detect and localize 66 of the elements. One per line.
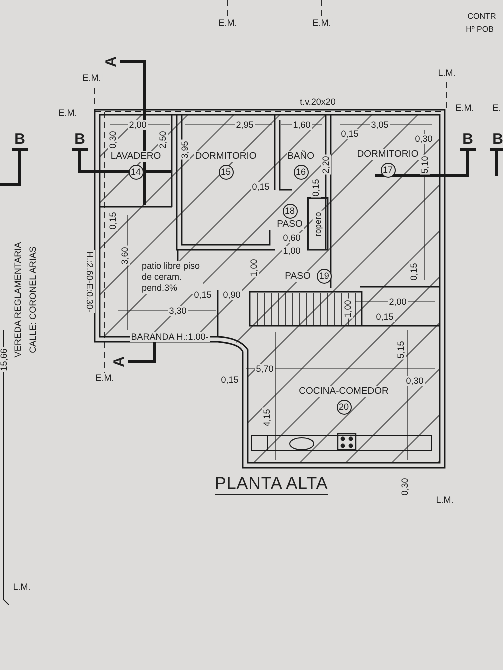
dimension-text: 2,00 [388, 297, 408, 307]
dimension-text: 15,66 [0, 348, 9, 372]
note-text: H.:2.60-E:0.30- [85, 250, 95, 314]
room-number: 16 [294, 165, 308, 180]
room-name: COCINA-COMEDOR [298, 386, 390, 397]
room-number: 18 [282, 204, 298, 219]
room-number: 20 [336, 400, 352, 415]
room-name: PASO [276, 219, 304, 230]
note-text: t.v.20x20 [299, 97, 337, 107]
dimension-text: 0,30 [414, 134, 434, 144]
dimension-text: 5,10 [420, 155, 430, 175]
dimension-text: 3,95 [180, 140, 190, 160]
note-text: VEREDA REGLAMENTARIA [13, 241, 23, 359]
dimension-text: 0,15 [220, 375, 240, 385]
dimension-text: 2,95 [235, 120, 255, 130]
dimension-text: 1,00 [282, 246, 302, 256]
dimension-text: 5,70 [255, 364, 275, 374]
room-name: BAÑO [286, 151, 316, 162]
dimension-text: 0,30 [108, 130, 118, 150]
room-name: DORMITORIO [356, 149, 420, 160]
dimension-text: 1,60 [292, 120, 312, 130]
dimension-text: 0,15 [340, 129, 360, 139]
dimension-text: 1,00 [343, 299, 353, 319]
line-marker-text: E.M. [454, 103, 476, 113]
room-name: DORMITORIO [194, 151, 258, 162]
room-number: 15 [218, 165, 234, 180]
line-marker-text: L.M. [12, 582, 32, 592]
dimension-text: 5,15 [396, 340, 406, 360]
section-letter: A [112, 356, 128, 368]
dimension-text: 0,15 [251, 182, 271, 192]
dimension-text: 2,20 [321, 155, 331, 175]
plan-title: PLANTA ALTA [215, 474, 328, 495]
room-name: ropero [312, 210, 324, 238]
dimension-text: 0,15 [108, 211, 118, 231]
room-number: 17 [380, 163, 396, 178]
dimension-text: 0,30 [405, 376, 425, 386]
dimension-text: 0,15 [409, 262, 419, 282]
line-marker-text: E. [492, 103, 502, 113]
dimension-text: 0,15 [375, 312, 395, 322]
line-marker-text: L.M. [437, 68, 457, 78]
dimension-text: 0,90 [222, 290, 242, 300]
dimension-text: 3,30 [168, 306, 188, 316]
line-marker-text: E.M. [94, 373, 116, 383]
line-marker-text: E.M. [312, 18, 332, 28]
room-name: PASO [284, 270, 312, 282]
line-marker-text: L.M. [435, 495, 455, 505]
dimension-text: 0,15 [311, 178, 321, 198]
note-text: BARANDA H.:1.00- [130, 332, 210, 342]
dimension-text: 3,60 [120, 246, 130, 266]
dimension-text: 4,15 [262, 408, 272, 428]
note-text: CONTR [466, 12, 498, 22]
line-marker-text: E.M. [58, 108, 78, 118]
room-number: 19 [316, 268, 332, 284]
dimension-text: 0,60 [282, 233, 302, 243]
line-marker-text: E.M. [82, 73, 102, 83]
dimension-text: 3,05 [370, 120, 390, 130]
dimension-text: 0,15 [193, 290, 213, 300]
note-text: CALLE: CORONEL ARIAS [28, 246, 38, 354]
room-number: 14 [128, 165, 144, 180]
dimension-text: 1,00 [249, 258, 259, 278]
line-marker-text: E.M. [218, 18, 238, 28]
dimension-text: 2,50 [158, 130, 168, 150]
dimension-text: 2,00 [128, 120, 148, 130]
note-text: Hº POB [465, 25, 495, 35]
room-name: LAVADERO [110, 151, 162, 162]
dimension-text: 0,30 [400, 477, 410, 497]
